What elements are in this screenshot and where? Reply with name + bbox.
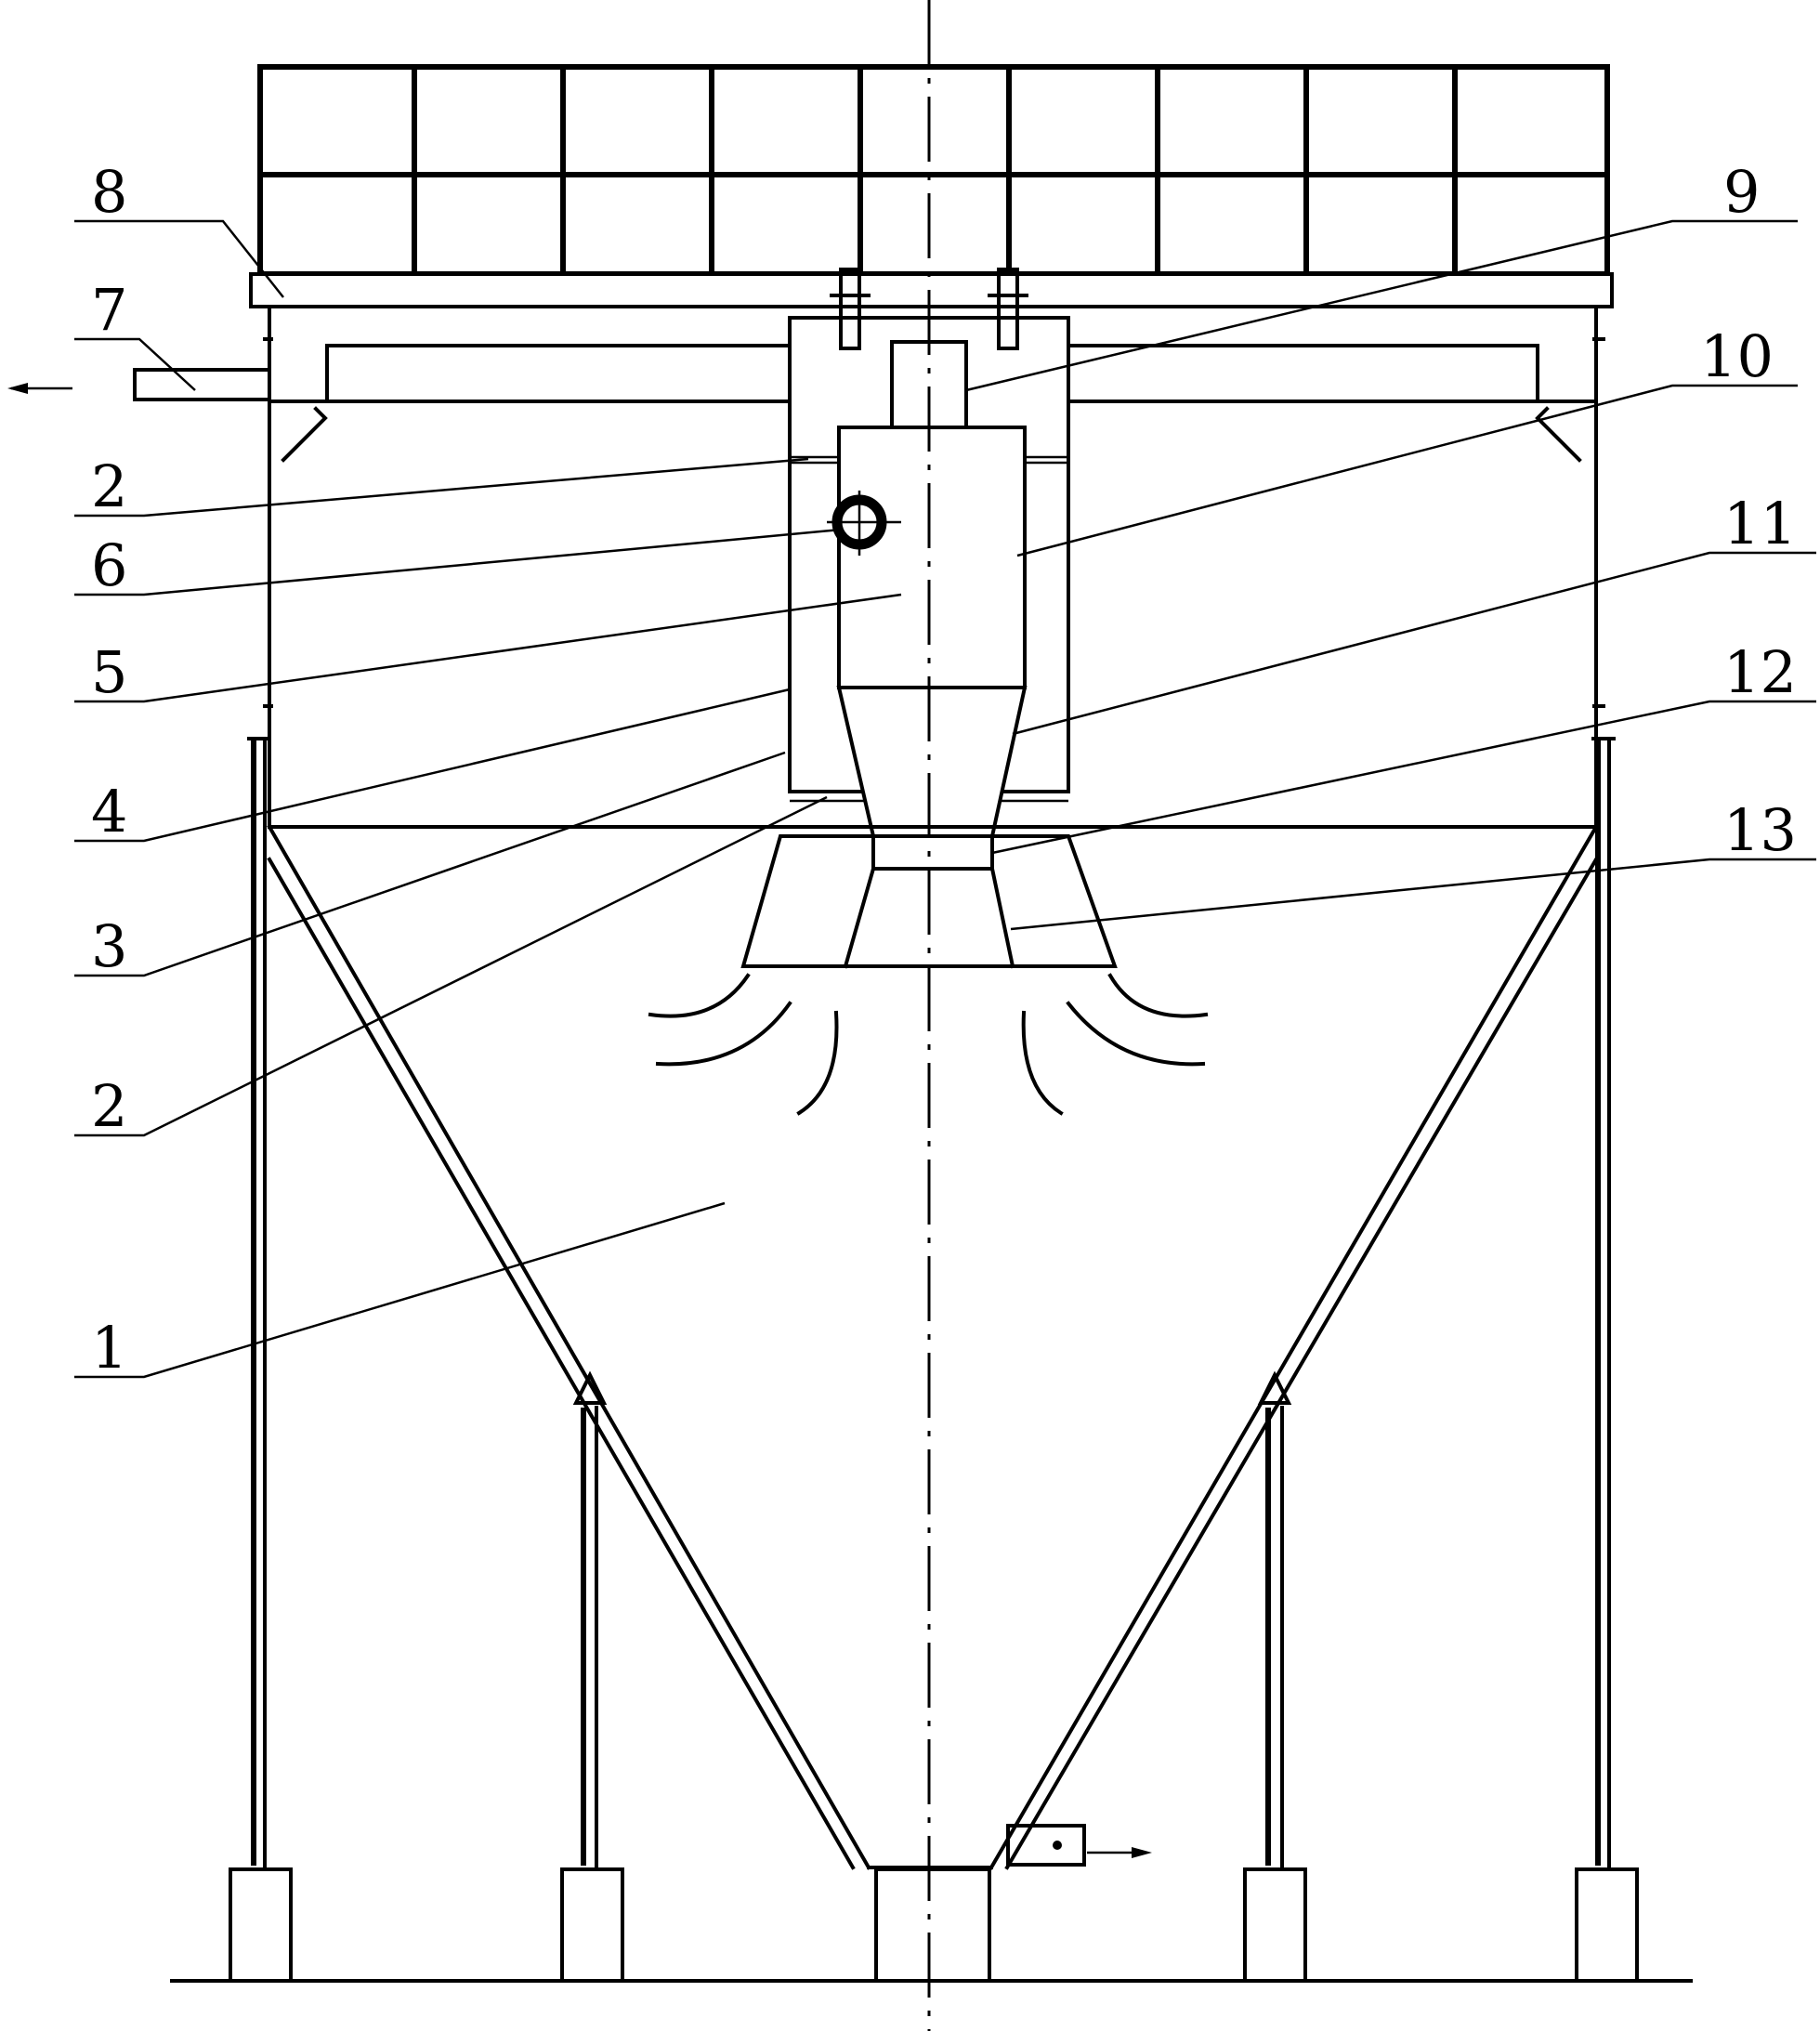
label-9: 9 — [1723, 158, 1760, 226]
hopper-cone — [267, 824, 1599, 1870]
label-7: 7 — [91, 276, 127, 344]
support-legs — [247, 737, 1616, 1867]
discharge-arrow — [1087, 1847, 1152, 1858]
label-1: 1 — [91, 1314, 127, 1382]
item-labels: 8 7 2 6 5 4 3 2 1 9 10 11 12 13 — [91, 158, 1797, 1382]
filter-bag-grid — [257, 64, 1610, 277]
label-10: 10 — [1700, 322, 1774, 390]
label-3: 3 — [91, 912, 127, 980]
leader-lines — [74, 219, 1816, 1379]
label-4: 4 — [91, 778, 127, 845]
diffuser-skirt — [740, 834, 1118, 969]
label-2-lower: 2 — [91, 1072, 127, 1140]
foundation — [170, 1867, 1693, 1983]
label-11: 11 — [1723, 490, 1797, 557]
top-plate — [249, 272, 1614, 308]
cyclone-body — [836, 426, 1028, 871]
label-8: 8 — [91, 158, 127, 226]
label-6: 6 — [91, 531, 127, 599]
label-12: 12 — [1723, 638, 1797, 706]
label-13: 13 — [1723, 796, 1797, 864]
outlet-arrow — [7, 383, 72, 394]
airflow-curves — [648, 973, 1209, 1116]
tangential-inlet — [827, 491, 901, 556]
label-2-upper: 2 — [91, 452, 127, 520]
label-5: 5 — [91, 638, 127, 706]
